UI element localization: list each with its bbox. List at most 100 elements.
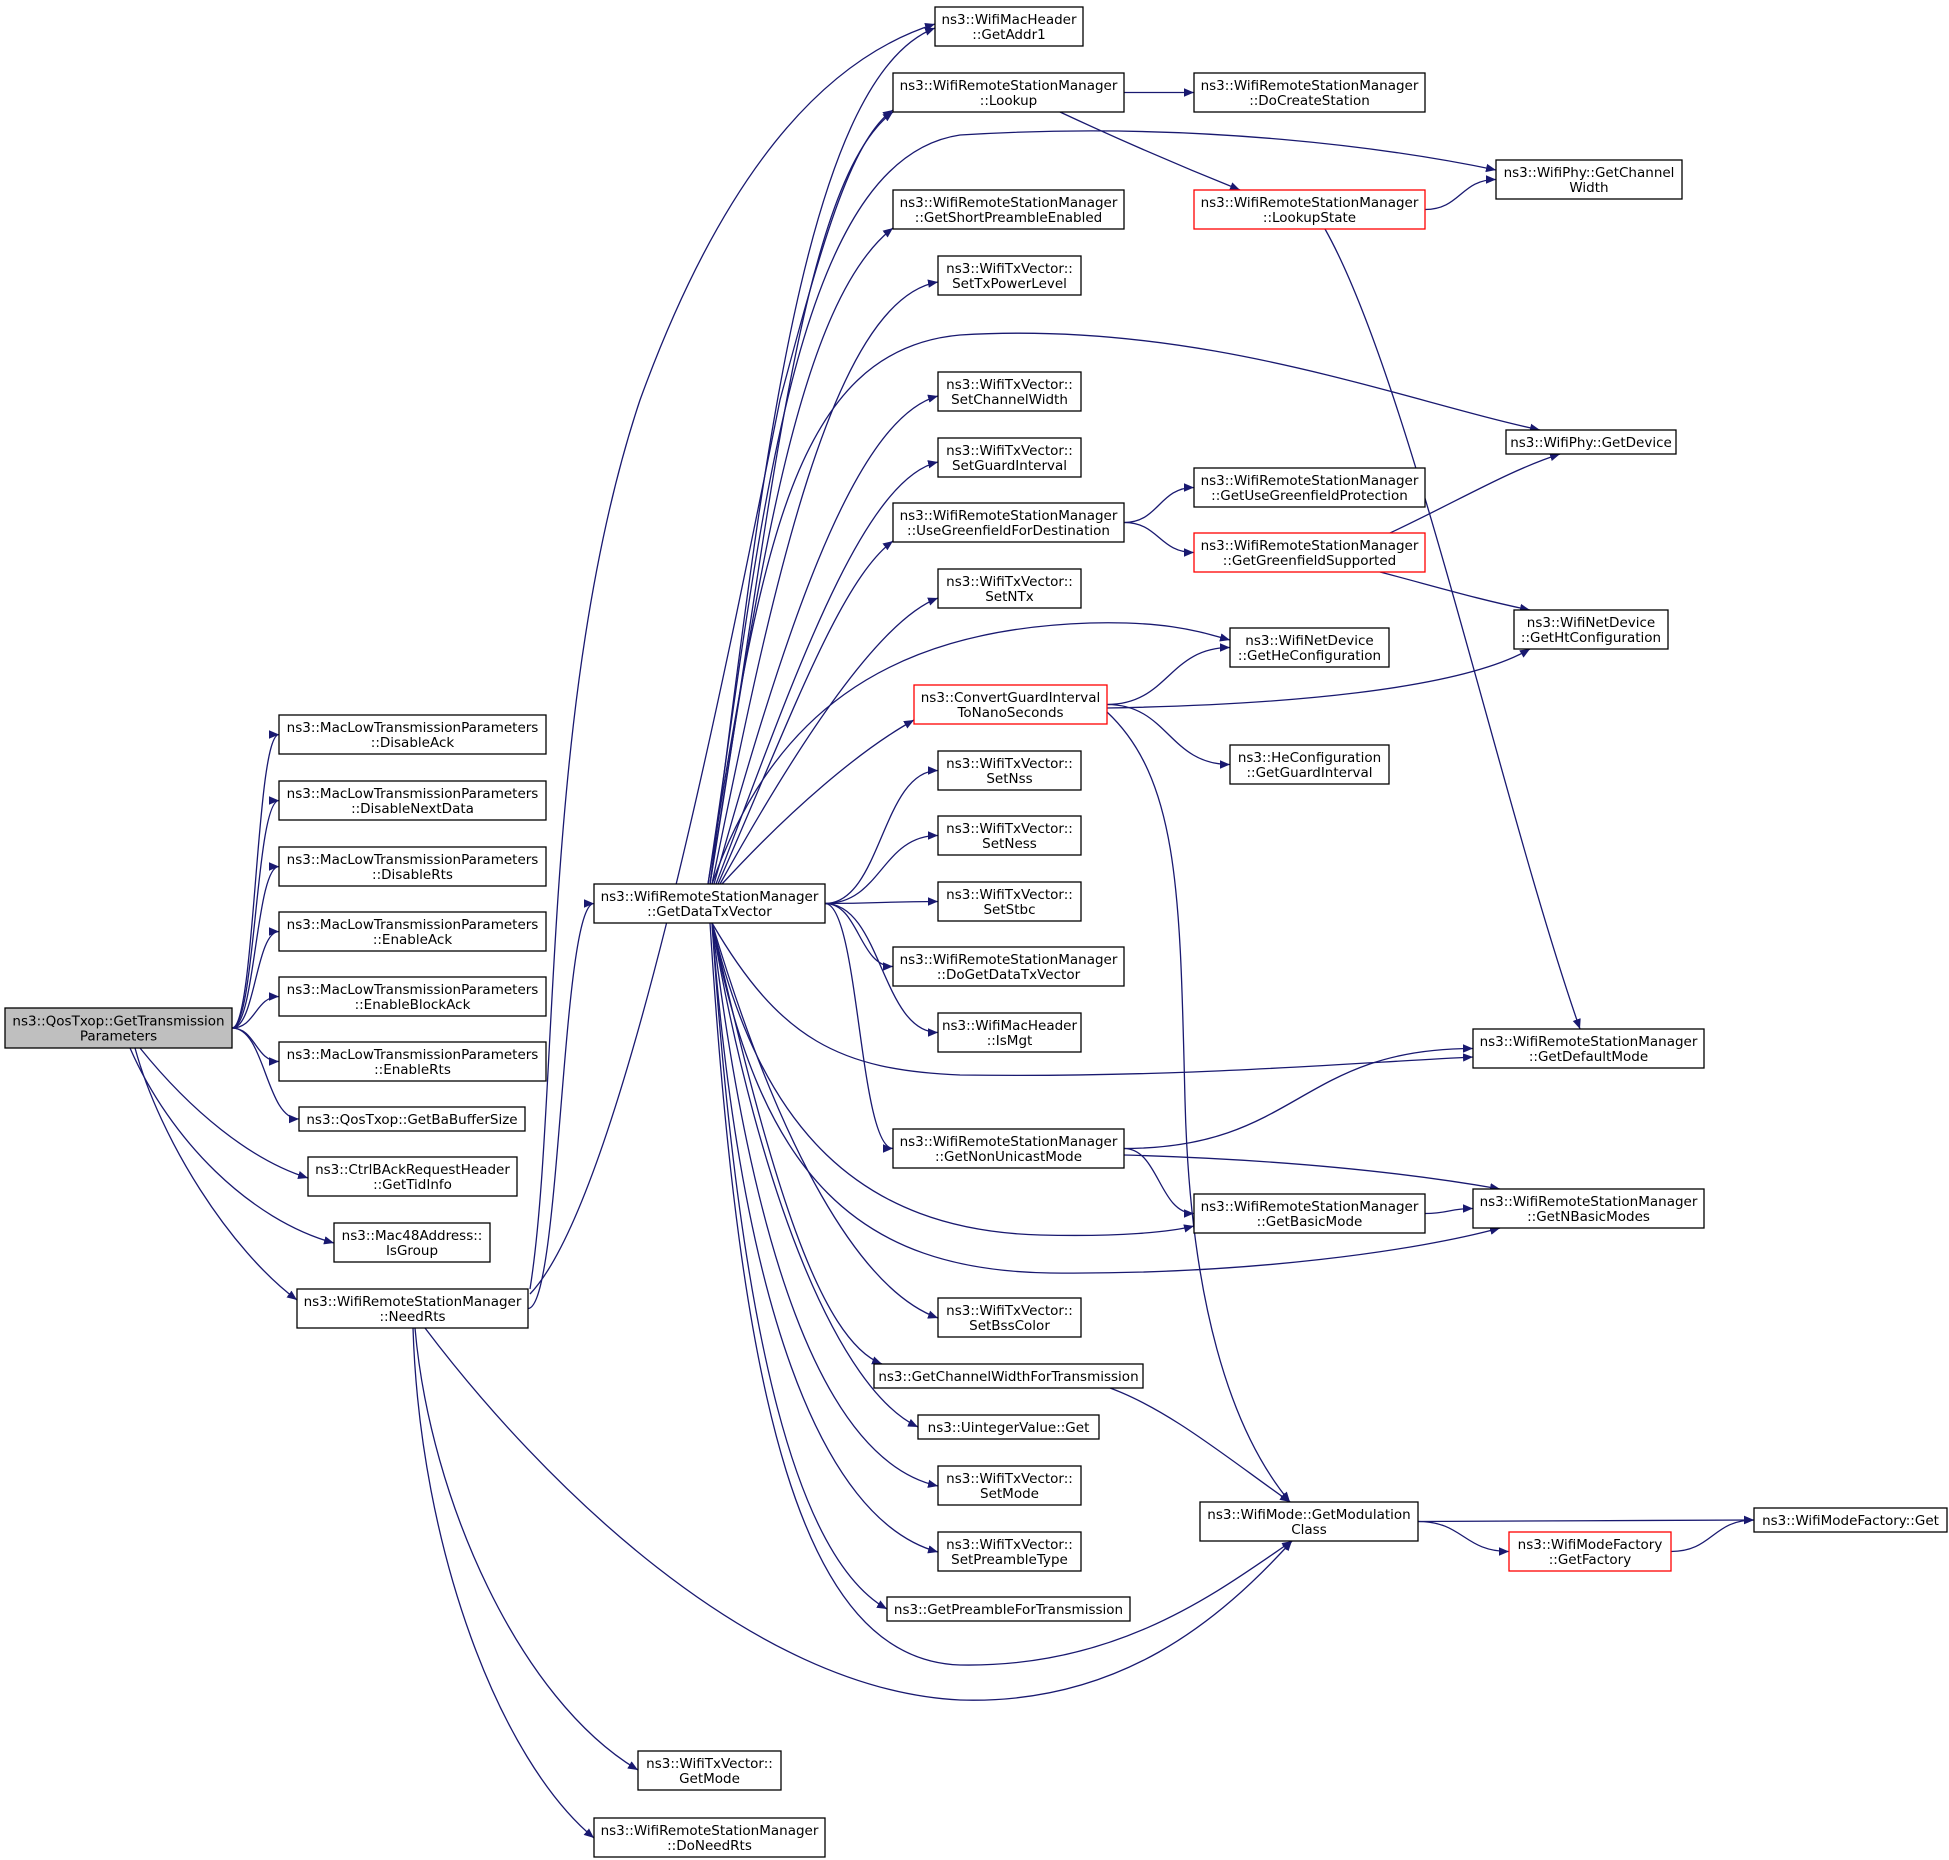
edge-get-data-tx-vector-to-uinteger-get [711,922,919,1428]
edge-root-to-enable-block-ack [231,992,280,1029]
node-get-nbasic-modes[interactable]: ns3::WifiRemoteStationManager::GetNBasic… [1472,1188,1705,1229]
node-disable-ack[interactable]: ns3::MacLowTransmissionParameters::Disab… [278,714,547,755]
node-box [307,1156,518,1197]
node-box [278,846,547,887]
node-label: ns3::WifiMacHeader [941,12,1077,28]
node-get-ht-configuration[interactable]: ns3::WifiNetDevice::GetHtConfiguration [1513,609,1669,650]
edge-need-rts-to-lookup [529,109,894,1295]
node-uinteger-get[interactable]: ns3::UintegerValue::Get [917,1414,1100,1440]
node-enable-block-ack[interactable]: ns3::MacLowTransmissionParameters::Enabl… [278,976,547,1017]
edge-get-data-tx-vector-to-set-ness [824,831,939,905]
node-get-channel-width-for-tx[interactable]: ns3::GetChannelWidthForTransmission [873,1363,1144,1389]
node-box [1472,1188,1705,1229]
node-label: ns3::WifiRemoteStationManager [900,1134,1118,1150]
node-do-need-rts[interactable]: ns3::WifiRemoteStationManager::DoNeedRts [593,1817,826,1858]
node-label: ns3::CtrlBAckRequestHeader [315,1162,510,1178]
edge-root-to-need-rts [134,1047,298,1301]
node-label: ns3::WifiTxVector:: [946,1303,1073,1319]
edge-get-data-tx-vector-to-get-default-mode [711,922,1474,1077]
edge-root-to-get-tid-info [139,1047,309,1180]
node-label: ns3::WifiTxVector:: [946,377,1073,393]
node-label: GetMode [679,1771,740,1787]
node-label: ::DisableNextData [351,801,474,817]
node-box [1193,72,1426,113]
node-set-preamble-type[interactable]: ns3::WifiTxVector::SetPreambleType [937,1531,1082,1572]
node-get-default-mode[interactable]: ns3::WifiRemoteStationManager::GetDefaul… [1472,1028,1705,1069]
node-label: ns3::WifiRemoteStationManager [900,195,1118,211]
node-label: Class [1291,1522,1327,1538]
node-do-create-station[interactable]: ns3::WifiRemoteStationManager::DoCreateS… [1193,72,1426,113]
node-set-channel-width[interactable]: ns3::WifiTxVector::SetChannelWidth [937,371,1082,412]
node-label: ::DoCreateStation [1249,93,1370,109]
node-set-ness[interactable]: ns3::WifiTxVector::SetNess [937,815,1082,856]
node-get-mode-tx[interactable]: ns3::WifiTxVector::GetMode [637,1750,782,1791]
node-box [1472,1028,1705,1069]
node-get-use-greenfield-prot[interactable]: ns3::WifiRemoteStationManager::GetUseGre… [1193,467,1426,508]
node-box [1513,609,1669,650]
node-get-device[interactable]: ns3::WifiPhy::GetDevice [1505,429,1677,455]
node-mode-factory-get[interactable]: ns3::WifiModeFactory::Get [1753,1507,1948,1533]
node-disable-next-data[interactable]: ns3::MacLowTransmissionParameters::Disab… [278,780,547,821]
edge-get-data-tx-vector-to-set-mode [711,922,939,1488]
node-get-non-unicast-mode[interactable]: ns3::WifiRemoteStationManager::GetNonUni… [892,1128,1125,1169]
node-label: ::GetDataTxVector [647,904,772,920]
node-set-nss[interactable]: ns3::WifiTxVector::SetNss [937,750,1082,791]
node-label: ns3::GetChannelWidthForTransmission [878,1369,1138,1385]
node-get-short-preamble[interactable]: ns3::WifiRemoteStationManager::GetShortP… [892,189,1125,230]
node-label: ::LookupState [1263,210,1356,226]
node-set-mode[interactable]: ns3::WifiTxVector::SetMode [937,1465,1082,1506]
edge-lookup-state-to-get-channel-width-phy [1424,175,1497,211]
node-use-greenfield[interactable]: ns3::WifiRemoteStationManager::UseGreenf… [892,502,1125,543]
node-box [333,1222,491,1263]
node-box [937,1465,1082,1506]
node-box [278,714,547,755]
node-get-factory[interactable]: ns3::WifiModeFactory::GetFactory [1508,1531,1672,1572]
node-disable-rts[interactable]: ns3::MacLowTransmissionParameters::Disab… [278,846,547,887]
node-get-basic-mode[interactable]: ns3::WifiRemoteStationManager::GetBasicM… [1193,1193,1426,1234]
node-lookup[interactable]: ns3::WifiRemoteStationManager::Lookup [892,72,1125,113]
node-is-group[interactable]: ns3::Mac48Address::IsGroup [333,1222,491,1263]
node-need-rts[interactable]: ns3::WifiRemoteStationManager::NeedRts [296,1288,529,1329]
node-he-get-guard-interval[interactable]: ns3::HeConfiguration::GetGuardInterval [1229,744,1390,785]
node-get-data-tx-vector[interactable]: ns3::WifiRemoteStationManager::GetDataTx… [593,883,826,924]
node-lookup-state[interactable]: ns3::WifiRemoteStationManager::LookupSta… [1193,189,1426,230]
node-is-mgt[interactable]: ns3::WifiMacHeader::IsMgt [937,1012,1082,1053]
node-label: ::GetDefaultMode [1529,1049,1648,1065]
node-get-ba-buffer-size[interactable]: ns3::QosTxop::GetBaBufferSize [298,1106,526,1132]
node-enable-ack[interactable]: ns3::MacLowTransmissionParameters::Enabl… [278,911,547,952]
node-enable-rts[interactable]: ns3::MacLowTransmissionParameters::Enabl… [278,1041,547,1082]
node-set-guard-interval[interactable]: ns3::WifiTxVector::SetGuardInterval [937,437,1082,478]
edge-get-greenfield-supported-to-get-ht-configuration [1379,571,1531,613]
node-box [593,1817,826,1858]
node-label: SetNss [986,771,1032,787]
node-get-addr1[interactable]: ns3::WifiMacHeader::GetAddr1 [934,6,1084,47]
node-set-bss-color[interactable]: ns3::WifiTxVector::SetBssColor [937,1297,1082,1338]
edge-get-greenfield-supported-to-get-device [1389,453,1561,534]
edge-get-data-tx-vector-to-get-modulation-class [709,922,1293,1666]
node-box [278,1041,547,1082]
node-label: ::IsMgt [987,1033,1033,1049]
edge-convert-guard-to-get-ht-configuration [1106,648,1531,709]
node-get-he-configuration[interactable]: ns3::WifiNetDevice::GetHeConfiguration [1229,627,1390,668]
edge-get-factory-to-mode-factory-get [1670,1515,1755,1553]
edge-root-to-get-ba-buffer-size [231,1027,300,1124]
node-label: ::DoNeedRts [667,1838,752,1854]
edge-get-data-tx-vector-to-get-short-preamble [709,227,894,885]
edge-get-data-tx-vector-to-set-channel-width [713,394,939,885]
edge-get-data-tx-vector-to-set-bss-color [711,922,939,1319]
node-set-ntx[interactable]: ns3::WifiTxVector::SetNTx [937,568,1082,609]
node-label: ::GetGreenfieldSupported [1223,553,1396,569]
node-label: ns3::MacLowTransmissionParameters [287,720,539,736]
node-box [1505,429,1677,455]
node-do-get-data-tx-vector[interactable]: ns3::WifiRemoteStationManager::DoGetData… [892,946,1125,987]
edge-get-data-tx-vector-to-get-addr1 [709,27,936,885]
edge-need-rts-to-do-need-rts [412,1327,595,1839]
node-set-tx-power-level[interactable]: ns3::WifiTxVector::SetTxPowerLevel [937,255,1082,296]
node-get-channel-width-phy[interactable]: ns3::WifiPhy::GetChannelWidth [1495,159,1683,200]
node-get-tid-info[interactable]: ns3::CtrlBAckRequestHeader::GetTidInfo [307,1156,518,1197]
node-get-preamble-for-tx[interactable]: ns3::GetPreambleForTransmission [886,1596,1131,1622]
node-set-stbc[interactable]: ns3::WifiTxVector::SetStbc [937,881,1082,922]
node-get-greenfield-supported[interactable]: ns3::WifiRemoteStationManager::GetGreenf… [1193,532,1426,573]
